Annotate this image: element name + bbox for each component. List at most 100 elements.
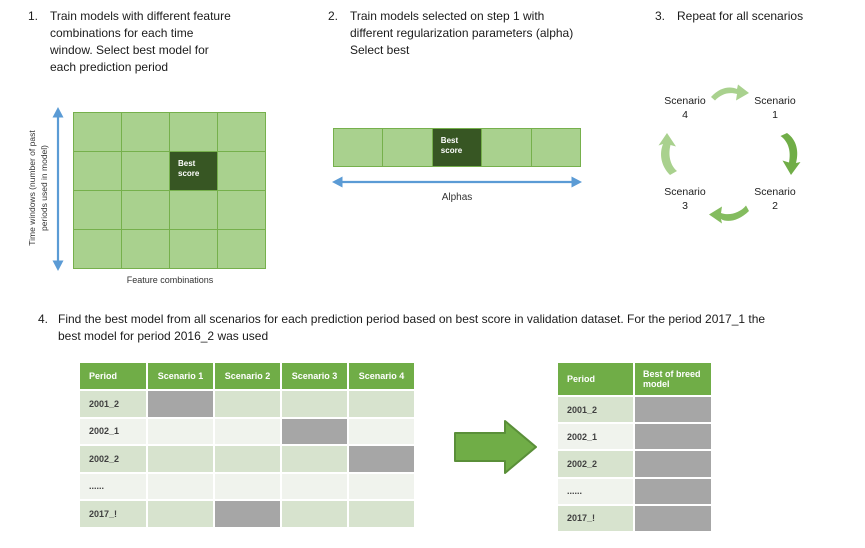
grid-cell xyxy=(170,113,217,151)
table-row: 2017_! xyxy=(80,501,414,527)
alpha-strip: Best score xyxy=(333,128,581,167)
feature-grid: Best score xyxy=(73,112,266,269)
period-cell: 2002_1 xyxy=(558,424,633,450)
scenario-cell xyxy=(148,418,213,444)
cycle-scenario-2-label: Scenario 2 xyxy=(754,186,796,212)
scenario-cell xyxy=(282,446,347,472)
column-header: Scenario 4 xyxy=(349,363,414,389)
step1-number: 1. xyxy=(28,9,39,23)
scenario-cell xyxy=(282,501,347,527)
period-cell: 2001_2 xyxy=(80,391,146,417)
column-header: Scenario 2 xyxy=(215,363,280,389)
scenario-cell xyxy=(215,446,280,472)
grid-cell xyxy=(170,191,217,229)
y-axis-label: Time windows (number of past periods use… xyxy=(27,130,49,246)
grid-cell xyxy=(218,191,265,229)
cycle-scenario-4-label: Scenario 4 xyxy=(664,95,706,121)
period-cell: 2002_1 xyxy=(80,418,146,444)
scenario-cell xyxy=(215,473,280,499)
grid-cell xyxy=(74,230,121,268)
strip-cell xyxy=(482,129,531,166)
step2-number: 2. xyxy=(328,9,339,23)
best-model-cell xyxy=(635,397,711,423)
alphas-axis-label: Alphas xyxy=(441,192,473,203)
grid-cell xyxy=(122,152,169,190)
scenario-cell xyxy=(148,446,213,472)
selected-scenario-cell xyxy=(148,391,213,417)
period-cell: 2017_! xyxy=(558,505,633,531)
scenario-cell xyxy=(148,501,213,527)
table-row: 2002_2 xyxy=(80,446,414,472)
period-cell: 2002_2 xyxy=(80,446,146,472)
grid-cell xyxy=(74,113,121,151)
vertical-double-arrow-icon xyxy=(52,107,64,271)
grid-cell xyxy=(122,230,169,268)
strip-best-score-cell: Best score xyxy=(432,129,482,166)
grid-cell xyxy=(74,152,121,190)
step4-lines: Find the best model from all scenarios f… xyxy=(58,312,766,343)
scenario-cell xyxy=(215,391,280,417)
grid-best-score-cell: Best score xyxy=(170,152,217,190)
column-header: Period xyxy=(558,363,633,395)
table-row: 2002_1 xyxy=(80,418,414,444)
best-model-cell xyxy=(635,505,711,531)
selected-scenario-cell xyxy=(349,446,414,472)
step2-text: 2. Train models selected on step 1 with … xyxy=(328,8,573,59)
scenario-cell xyxy=(349,473,414,499)
period-cell: 2002_2 xyxy=(558,451,633,477)
selected-scenario-cell xyxy=(282,418,347,444)
grid-cell xyxy=(218,230,265,268)
grid-cell xyxy=(170,230,217,268)
scenario-cell xyxy=(349,501,414,527)
selected-scenario-cell xyxy=(215,501,280,527)
step3-number: 3. xyxy=(655,9,666,23)
scenario-cell xyxy=(282,473,347,499)
scenario-cell xyxy=(148,473,213,499)
table-row: ...... xyxy=(558,478,711,504)
scenario-cell xyxy=(349,418,414,444)
table-row: ...... xyxy=(80,473,414,499)
table-row: 2002_2 xyxy=(558,451,711,477)
cycle-arrow-bottom-icon xyxy=(709,205,749,224)
cycle-arrow-left-icon xyxy=(658,133,677,175)
step1-text: 1. Train models with different feature c… xyxy=(28,8,231,76)
period-cell: 2001_2 xyxy=(558,397,633,423)
horizontal-double-arrow-icon xyxy=(332,176,582,188)
column-header: Scenario 1 xyxy=(148,363,213,389)
step4-number: 4. xyxy=(38,312,49,326)
cycle-scenario-3-label: Scenario 3 xyxy=(664,186,706,212)
step2-lines: Train models selected on step 1 with dif… xyxy=(350,9,574,57)
step4-text: 4. Find the best model from all scenario… xyxy=(38,311,765,345)
strip-cell xyxy=(531,129,580,166)
cycle-arrow-top-icon xyxy=(711,84,749,101)
table-row: 2002_1 xyxy=(558,424,711,450)
cycle-scenario-1-label: Scenario 1 xyxy=(754,95,796,121)
step1-lines: Train models with different feature comb… xyxy=(50,9,231,74)
best-model-cell xyxy=(635,424,711,450)
step3-text: 3. Repeat for all scenarios xyxy=(655,8,803,25)
grid-cell xyxy=(122,113,169,151)
transform-arrow-icon xyxy=(454,420,537,474)
grid-cell xyxy=(74,191,121,229)
grid-cell xyxy=(218,113,265,151)
best-model-cell xyxy=(635,478,711,504)
step3-lines: Repeat for all scenarios xyxy=(677,9,804,23)
cycle-arrow-right-icon xyxy=(780,133,801,175)
grid-cell xyxy=(122,191,169,229)
period-cell: ...... xyxy=(80,473,146,499)
scenario-cell xyxy=(349,391,414,417)
scenario-cell xyxy=(215,418,280,444)
scenario-cell xyxy=(282,391,347,417)
period-cell: ...... xyxy=(558,478,633,504)
table-row: 2001_2 xyxy=(558,397,711,423)
x-axis-label: Feature combinations xyxy=(126,275,214,285)
column-header: Scenario 3 xyxy=(282,363,347,389)
column-header: Period xyxy=(80,363,146,389)
strip-cell xyxy=(334,129,383,166)
